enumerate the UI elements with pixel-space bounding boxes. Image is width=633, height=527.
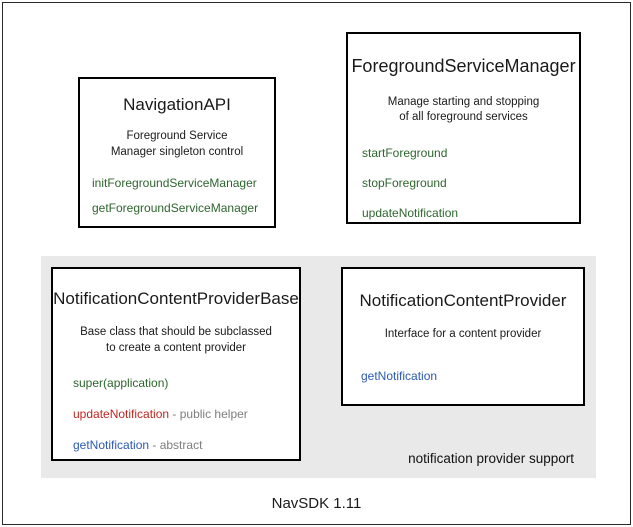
class-title: ForegroundServiceManager [351, 56, 576, 76]
method-name: initForegroundServiceManager [92, 176, 257, 191]
method-name: updateNotification [73, 407, 170, 422]
method-list: getNotification [343, 369, 583, 384]
class-description: Interface for a content provider [343, 327, 583, 343]
method-name: getNotification [73, 438, 150, 453]
method-item[interactable]: getForegroundServiceManager [92, 201, 274, 216]
class-title: NotificationContentProviderBase [53, 289, 299, 308]
method-name: updateNotification [362, 205, 459, 220]
class-description-line-1: Foreground Service [126, 130, 228, 143]
method-name: getNotification [361, 368, 438, 383]
method-name: startForeground [362, 145, 448, 160]
class-description: Base class that should be subclassed to … [53, 325, 299, 356]
method-note: - abstract [149, 438, 203, 453]
class-description-line-1: Manage starting and stopping [387, 95, 540, 108]
class-description: Foreground Service Manager singleton con… [80, 129, 274, 160]
class-box-foreground-service-manager[interactable]: ForegroundServiceManager Manage starting… [346, 32, 581, 224]
method-list: super(application) updateNotification - … [53, 376, 299, 453]
method-item[interactable]: initForegroundServiceManager [92, 176, 274, 191]
method-item[interactable]: startForeground [362, 146, 579, 161]
class-box-notification-content-provider-base[interactable]: NotificationContentProviderBase Base cla… [51, 267, 301, 461]
method-name: stopForeground [362, 175, 447, 190]
method-item[interactable]: getNotification - abstract [73, 438, 299, 453]
class-title: NotificationContentProvider [359, 291, 567, 310]
method-item[interactable]: updateNotification [362, 206, 579, 221]
method-list: initForegroundServiceManager getForegrou… [80, 176, 274, 216]
class-description: Manage starting and stopping of all fore… [348, 95, 579, 126]
method-name: getForegroundServiceManager [92, 201, 259, 216]
class-box-navigation-api[interactable]: NavigationAPI Foreground Service Manager… [78, 77, 276, 228]
class-title: NavigationAPI [123, 95, 231, 114]
footer-caption: NavSDK 1.11 [271, 495, 362, 512]
method-item[interactable]: stopForeground [362, 176, 579, 191]
method-item[interactable]: updateNotification - public helper [73, 407, 299, 422]
method-note: - public helper [169, 407, 248, 422]
class-description-line-2: to create a content provider [106, 341, 246, 354]
class-description-line-2: Manager singleton control [110, 145, 244, 158]
method-item[interactable]: super(application) [73, 376, 299, 391]
class-box-notification-content-provider[interactable]: NotificationContentProvider Interface fo… [341, 267, 585, 406]
group-label: notification provider support [408, 451, 574, 466]
class-description-line-2: of all foreground services [399, 111, 528, 124]
class-description-line-1: Interface for a content provider [384, 328, 542, 341]
method-name: super(application) [73, 376, 169, 391]
method-item[interactable]: getNotification [361, 369, 583, 384]
class-description-line-1: Base class that should be subclassed [80, 326, 272, 339]
method-list: startForeground stopForeground updateNot… [348, 146, 579, 221]
